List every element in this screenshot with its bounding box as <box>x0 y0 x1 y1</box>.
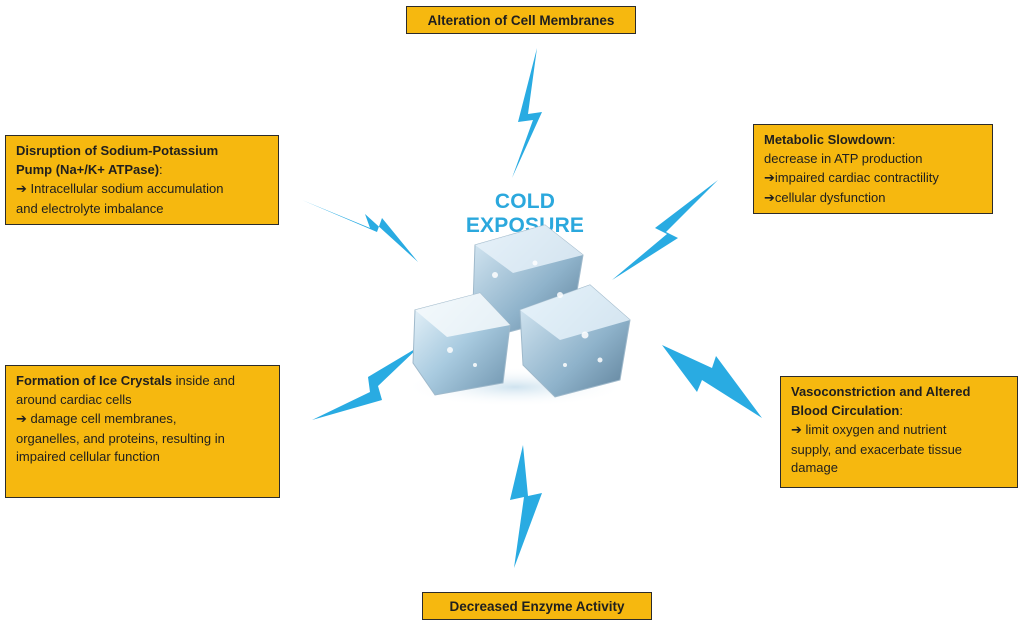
arrow-right-icon: ➔ <box>16 411 27 427</box>
box-effect-line: impaired cellular function <box>16 449 160 465</box>
box-title-line: Blood Circulation: <box>791 402 903 418</box>
lightning-bolt-icon <box>512 48 542 178</box>
box-title-line: Metabolic Slowdown: <box>764 132 896 147</box>
box-effect-line: ➔cellular dysfunction <box>764 189 886 206</box>
box-title-line: Disruption of Sodium-Potassium <box>16 143 219 158</box>
arrow-right-icon: ➔ <box>791 422 802 438</box>
box-ice-crystals: Formation of Ice Crystals inside and aro… <box>5 365 280 498</box>
arrow-right-icon: ➔ <box>16 181 27 197</box>
box-effect-line: and electrolyte imbalance <box>16 200 164 216</box>
box-effect-line: ➔impaired cardiac contractility <box>764 169 939 186</box>
center-title: COLD EXPOSURE <box>465 190 585 237</box>
box-effect-line: ➔ Intracellular sodium accumulation <box>16 180 224 197</box>
lightning-bolt-icon <box>312 346 420 420</box>
box-text-line: around cardiac cells <box>16 391 132 407</box>
lightning-bolt-icon <box>612 180 718 280</box>
box-effect-line: ➔ damage cell membranes, <box>16 410 177 427</box>
box-effect-line: ➔ limit oxygen and nutrient <box>791 421 947 438</box>
arrow-right-icon: ➔ <box>764 170 775 186</box>
box-title: Alteration of Cell Membranes <box>427 13 615 28</box>
box-effect-line: organelles, and proteins, resulting in <box>16 430 225 446</box>
box-vasoconstriction: Vasoconstriction and Altered Blood Circu… <box>780 376 1018 488</box>
lightning-bolt-icon <box>662 345 762 418</box>
box-effect-line: supply, and exacerbate tissue <box>791 441 963 457</box>
box-title-line: Vasoconstriction and Altered <box>791 384 971 399</box>
ice-cubes-image <box>403 224 631 407</box>
box-effect-line: damage <box>791 460 838 476</box>
box-title: Decreased Enzyme Activity <box>449 599 625 614</box>
lightning-bolt-icon <box>510 445 542 568</box>
box-sodium-potassium-pump: Disruption of Sodium-Potassium Pump (Na+… <box>5 135 279 225</box>
box-alteration-cell-membranes: Alteration of Cell Membranes <box>406 6 636 34</box>
box-title-line: Formation of Ice Crystals inside and <box>16 373 235 388</box>
arrow-right-icon: ➔ <box>764 190 775 206</box>
box-text-line: decrease in ATP production <box>764 150 923 166</box>
box-decreased-enzyme-activity: Decreased Enzyme Activity <box>422 592 652 620</box>
box-title-line: Pump (Na+/K+ ATPase): <box>16 161 163 177</box>
box-metabolic-slowdown: Metabolic Slowdown: decrease in ATP prod… <box>753 124 993 214</box>
